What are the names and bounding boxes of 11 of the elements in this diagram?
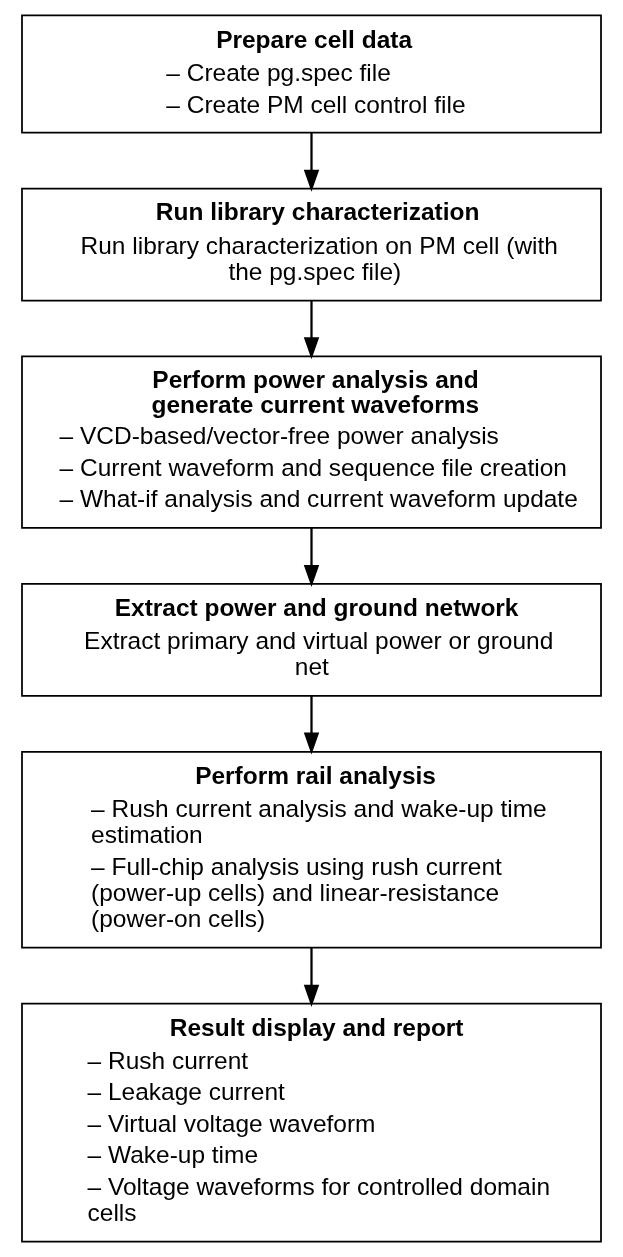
node-box: Run library characterization Run library characterization on PM cell (with the pg.spec file) [21,187,602,302]
node-box: Perform rail analysis – Rush current analysis and wake-up time estimation – Full-chip analysis using rush current (power-up cells) and linear-resistance (power-on cells) [21,750,602,949]
arrow [303,132,320,192]
node-box: Extract power and ground network Extract primary and virtual power or ground net [21,583,602,697]
arrow [303,948,320,1007]
node-box: Prepare cell data – Create pg.spec file – Create PM cell control file [21,14,602,134]
node-box: Result display and report – Rush current – Leakage current – Virtual voltage waveform – Wake-up time – Voltage waveforms for controlled domain cells [21,1002,602,1243]
arrow [303,300,320,360]
arrow [303,528,320,588]
arrow [303,695,320,755]
node-box: Perform power analysis and generate current waveforms – VCD-based/vector-free power analysis – Current waveform and sequence file creation – What-if analysis and current waveform update [21,355,602,529]
